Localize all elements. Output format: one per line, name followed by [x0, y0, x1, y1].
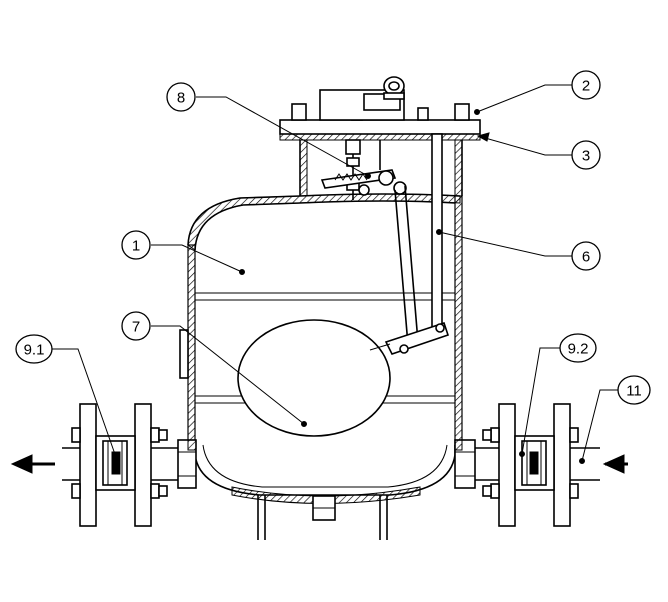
svg-text:9.1: 9.1 — [24, 342, 45, 359]
callout-3: 3 — [571, 140, 601, 170]
svg-text:6: 6 — [582, 249, 590, 266]
callout-11: 11 — [617, 375, 651, 405]
guide-rod — [384, 133, 450, 355]
callout-7: 7 — [121, 311, 151, 341]
inlet-flange-assembly — [475, 403, 600, 527]
float-ball — [237, 319, 391, 437]
callout-1: 1 — [121, 230, 151, 260]
svg-text:11: 11 — [626, 383, 642, 400]
snap-mechanism — [320, 139, 407, 200]
svg-text:9.2: 9.2 — [568, 341, 589, 358]
callout-9-2: 9.2 — [559, 333, 597, 363]
callout-8: 8 — [166, 82, 196, 112]
svg-text:2: 2 — [582, 78, 590, 95]
svg-text:8: 8 — [177, 90, 185, 107]
tank-nozzles — [177, 439, 476, 489]
inlet-arrow-icon — [602, 454, 628, 474]
callout-leaders — [52, 84, 618, 464]
callout-6: 6 — [571, 241, 601, 271]
outlet-flange-assembly — [62, 403, 178, 527]
svg-text:1: 1 — [132, 238, 140, 255]
callout-2: 2 — [571, 70, 601, 100]
svg-text:7: 7 — [132, 319, 140, 336]
top-cover-plate — [279, 76, 481, 197]
callout-9-1: 9.1 — [15, 334, 53, 364]
svg-text:3: 3 — [582, 148, 590, 165]
outlet-arrow-icon — [10, 454, 55, 474]
